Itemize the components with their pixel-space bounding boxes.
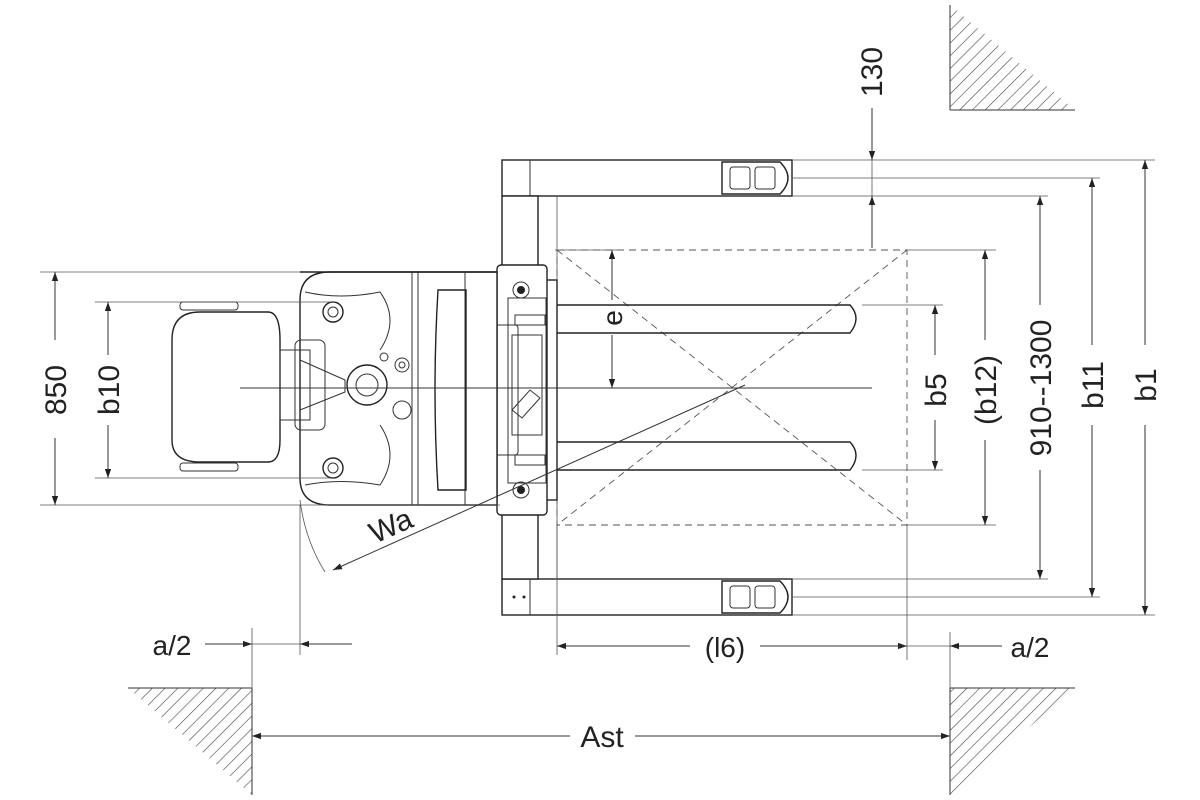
load-wheel-bottom [721, 580, 789, 614]
label-b1: b1 [1130, 368, 1163, 401]
dimension-lines [51, 108, 1149, 740]
label-850: 850 [40, 365, 73, 415]
label-l6: (l6) [705, 632, 745, 663]
wall-hatch-top-right [949, 5, 1075, 111]
label-910-1300: 910--1300 [1025, 320, 1058, 457]
fork-carriage [487, 264, 558, 516]
label-e: e [597, 310, 628, 326]
label-b12: (b12) [970, 355, 1003, 425]
label-a2-right: a/2 [1011, 632, 1050, 663]
label-130: 130 [856, 47, 889, 97]
extension-lines [40, 159, 1155, 688]
label-ast: Ast [580, 721, 624, 754]
label-b11: b11 [1077, 361, 1110, 409]
label-b5: b5 [920, 373, 953, 406]
wall-hatch-bottom-left [128, 687, 253, 795]
label-a2-left: a/2 [153, 630, 192, 661]
forks [552, 304, 857, 471]
tiller-handle [171, 301, 346, 472]
load-wheel-top [721, 161, 789, 195]
wall-hatch-bottom-right [949, 687, 1075, 795]
label-wa: Wa [364, 502, 418, 550]
label-b10: b10 [93, 365, 126, 415]
